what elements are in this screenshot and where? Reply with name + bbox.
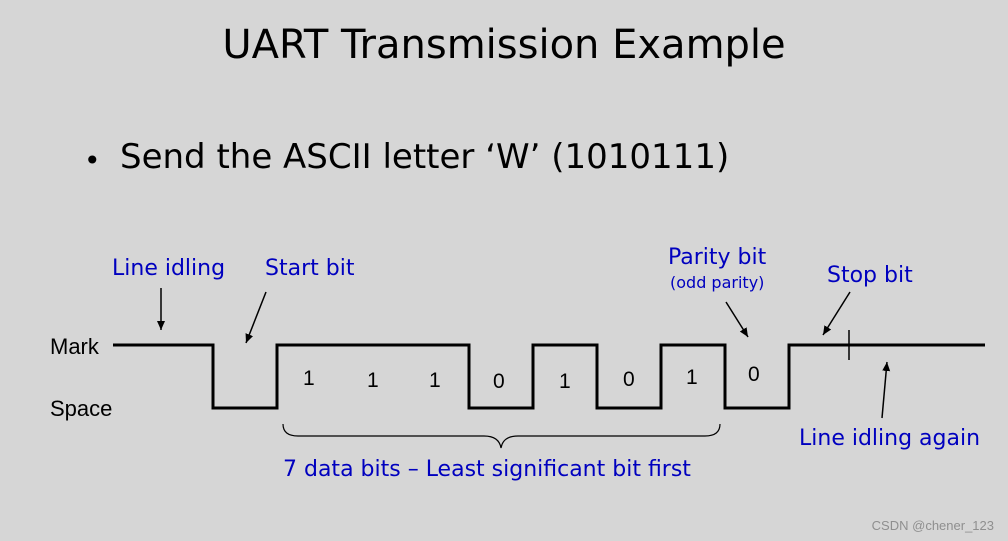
bit-value: 0: [748, 363, 760, 386]
start-bit-arrow: [245, 291, 267, 344]
signal-waveform: [113, 343, 985, 410]
bit-value: 1: [429, 369, 441, 392]
bit-value: 1: [303, 367, 315, 390]
start-bit-label: Start bit: [265, 256, 355, 281]
line-idling-again-label: Line idling again: [799, 426, 981, 451]
watermark: CSDN @chener_123: [871, 518, 994, 533]
bullet-marker: •: [84, 144, 101, 177]
parity-bit-label: Parity bit: [668, 245, 767, 270]
bit-value: 1: [559, 370, 571, 393]
data-bits-label: 7 data bits – Least significant bit firs…: [283, 457, 691, 482]
parity-note-label: (odd parity): [670, 273, 765, 292]
data-bits-brace: [282, 423, 721, 449]
line-idling-label: Line idling: [112, 256, 226, 281]
bit-value: 0: [623, 368, 635, 391]
bit-value: 1: [367, 369, 379, 392]
parity-bit-arrow: [725, 301, 749, 338]
bullet-text: Send the ASCII letter ‘W’ (1010111): [120, 137, 730, 177]
slide-title: UART Transmission Example: [222, 22, 786, 68]
bit-value: 0: [493, 370, 505, 393]
line-idling-again-arrow: [881, 361, 891, 419]
space-level-label: Space: [50, 396, 113, 421]
stop-bit-arrow: [822, 291, 851, 336]
stop-bit-label: Stop bit: [827, 263, 913, 288]
mark-level-label: Mark: [50, 334, 99, 359]
bit-value: 1: [686, 366, 698, 389]
